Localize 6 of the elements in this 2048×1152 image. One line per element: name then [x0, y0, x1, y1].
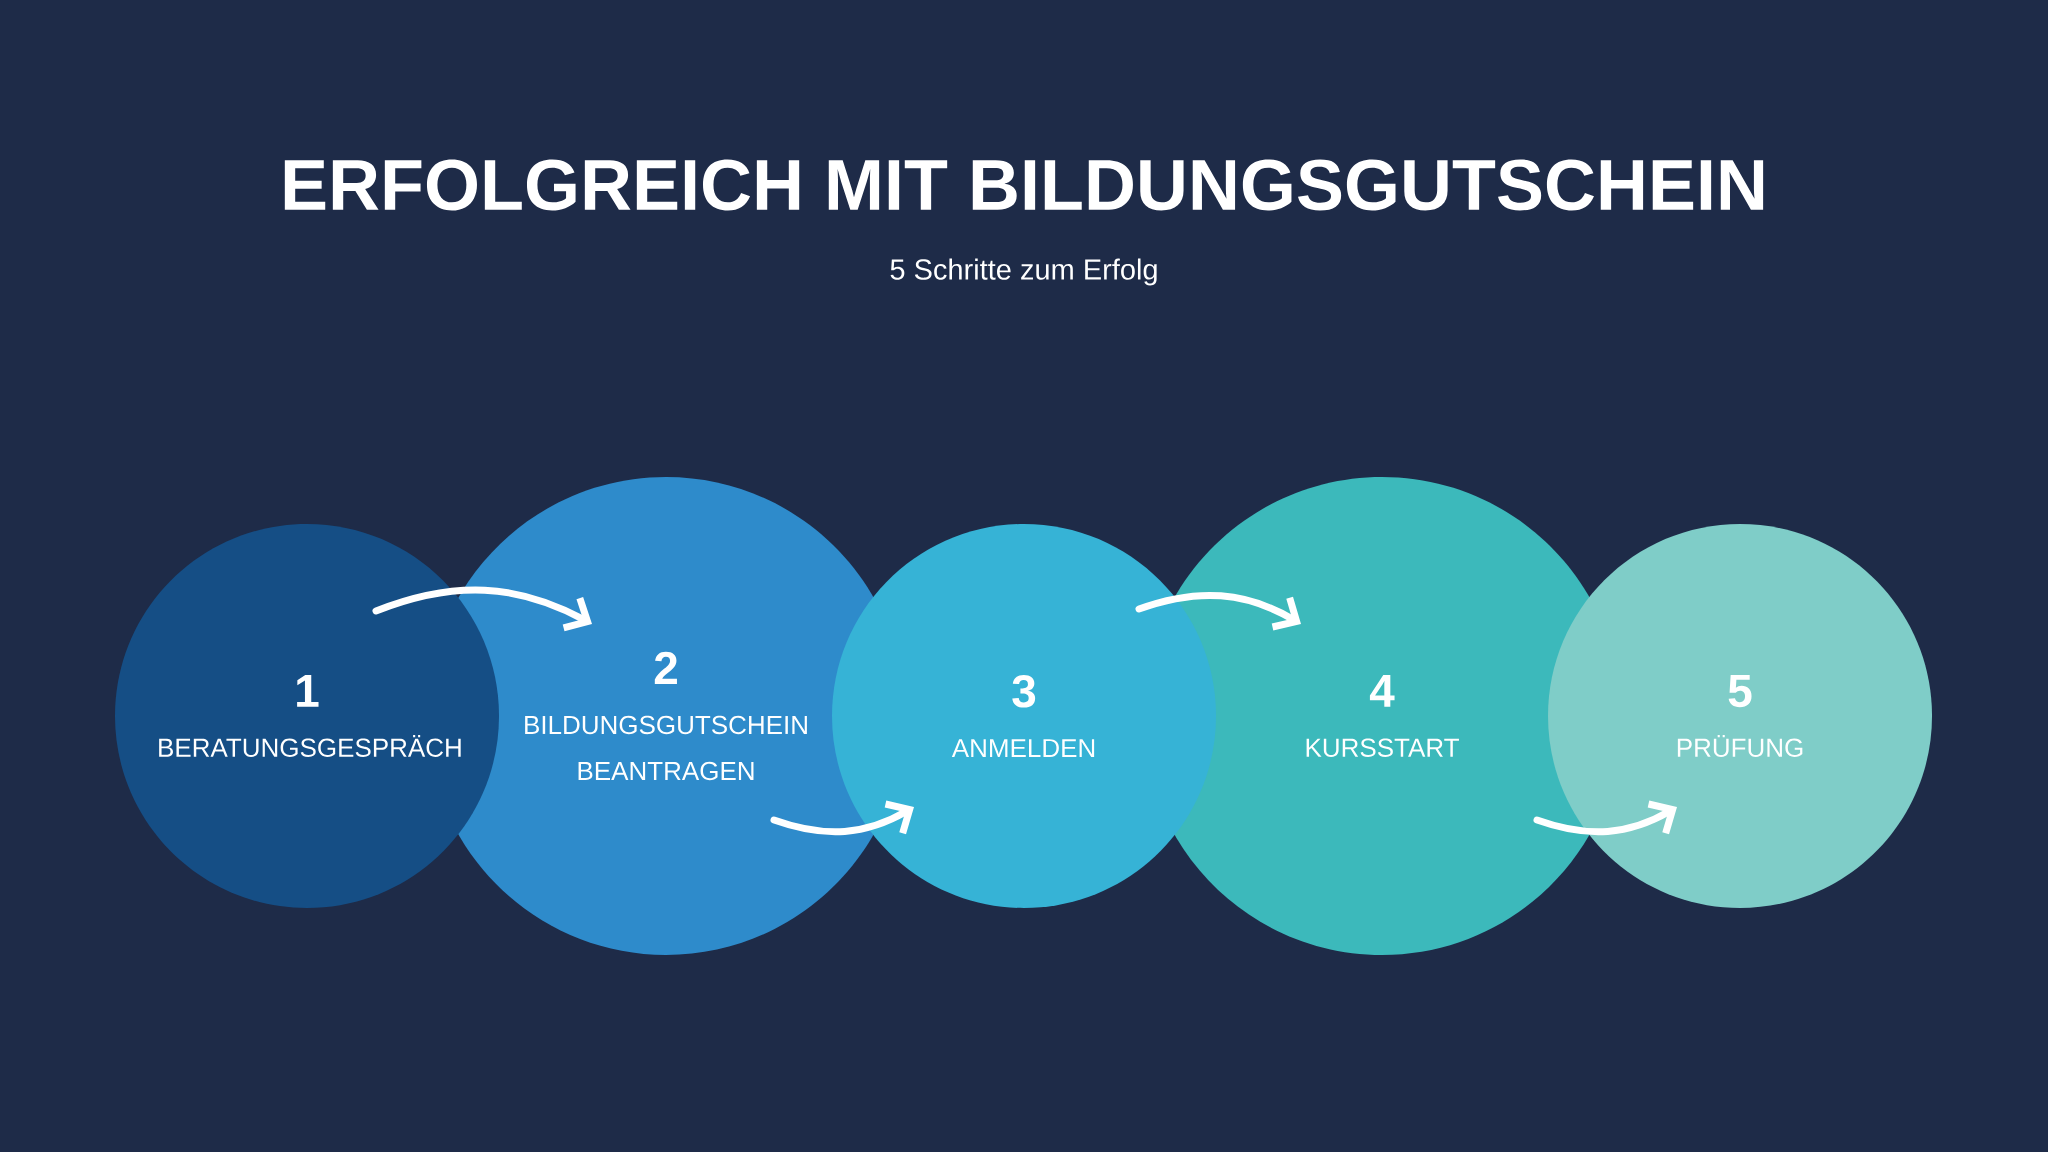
curved-arrow	[372, 586, 592, 632]
curved-arrow	[1135, 591, 1301, 631]
curved-arrow	[770, 800, 914, 836]
title: ERFOLGREICH MIT BILDUNGSGUTSCHEIN	[284, 159, 1764, 211]
curved-arrow	[1533, 800, 1678, 836]
subtitle: 5 Schritte zum Erfolg	[890, 258, 1157, 286]
